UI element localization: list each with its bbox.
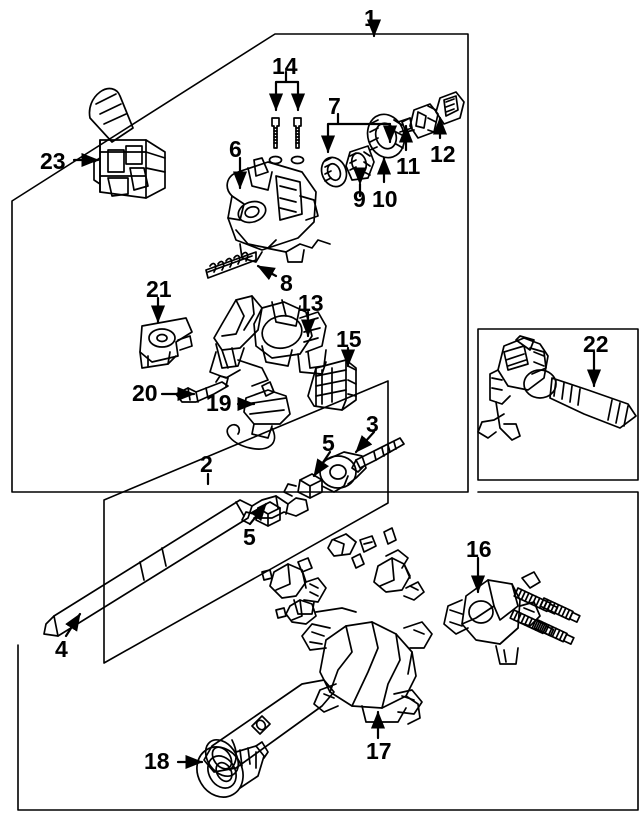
callout-5-upper: 5 xyxy=(322,430,335,456)
hardware-cluster-upper xyxy=(297,527,397,573)
region-lower-shaft xyxy=(103,380,389,664)
part-17-column-jacket xyxy=(203,621,433,778)
callout-23: 23 xyxy=(40,148,66,174)
part-12-nut xyxy=(435,91,465,125)
callout-10: 10 xyxy=(372,186,398,212)
part-22-turn-signal-switch xyxy=(477,335,637,441)
part-9-bearing xyxy=(320,156,348,188)
callout-4: 4 xyxy=(55,636,68,662)
callout-13: 13 xyxy=(298,290,324,316)
part-bracket-screws xyxy=(509,587,581,646)
part-coupling-yoke xyxy=(319,451,367,493)
callout-6: 6 xyxy=(229,136,242,162)
part-21-bracket xyxy=(139,317,193,369)
callout-7: 7 xyxy=(328,93,341,119)
callout-17: 17 xyxy=(366,738,392,764)
part-5a-coupling-hardware xyxy=(283,473,323,499)
region-turn-signal xyxy=(477,328,639,481)
callout-5-lower: 5 xyxy=(243,524,256,550)
part-13-ignition-housing xyxy=(209,295,327,387)
part-23-multifunction-switch xyxy=(88,87,166,199)
region-lower-column xyxy=(17,491,639,811)
callout-22: 22 xyxy=(583,331,609,357)
callout-11: 11 xyxy=(396,153,421,179)
callout-12: 12 xyxy=(430,141,456,167)
callout-19: 19 xyxy=(206,390,232,416)
part-6-upper-housing xyxy=(226,157,331,263)
part-11-lock-plate xyxy=(401,103,439,139)
part-2-lower-shaft-assembly xyxy=(43,437,425,637)
callout-18: 18 xyxy=(144,748,170,774)
callout-8: 8 xyxy=(280,270,293,296)
callout-21: 21 xyxy=(146,276,172,302)
part-5b-coupling-hardware xyxy=(241,501,281,527)
part-8-spring xyxy=(205,251,257,279)
hardware-cluster-right xyxy=(373,549,425,601)
callout-20: 20 xyxy=(132,380,158,406)
callout-15: 15 xyxy=(336,326,362,352)
part-18-bearing-seal xyxy=(196,741,269,798)
hardware-cluster-bottom xyxy=(275,599,357,625)
part-16-mounting-bracket xyxy=(443,571,541,665)
callout-16: 16 xyxy=(466,536,492,562)
part-19-buzzer-switch xyxy=(226,381,291,450)
callout-3: 3 xyxy=(366,411,379,437)
part-14-screws xyxy=(268,117,305,165)
callout-leaders xyxy=(64,19,602,770)
callout-2: 2 xyxy=(200,451,213,477)
hardware-cluster-left xyxy=(261,563,327,615)
region-main-assembly xyxy=(11,33,469,493)
callout-1: 1 xyxy=(364,5,377,31)
callout-9: 9 xyxy=(353,186,366,212)
part-10-retainer xyxy=(345,145,375,181)
callout-14: 14 xyxy=(272,53,298,79)
